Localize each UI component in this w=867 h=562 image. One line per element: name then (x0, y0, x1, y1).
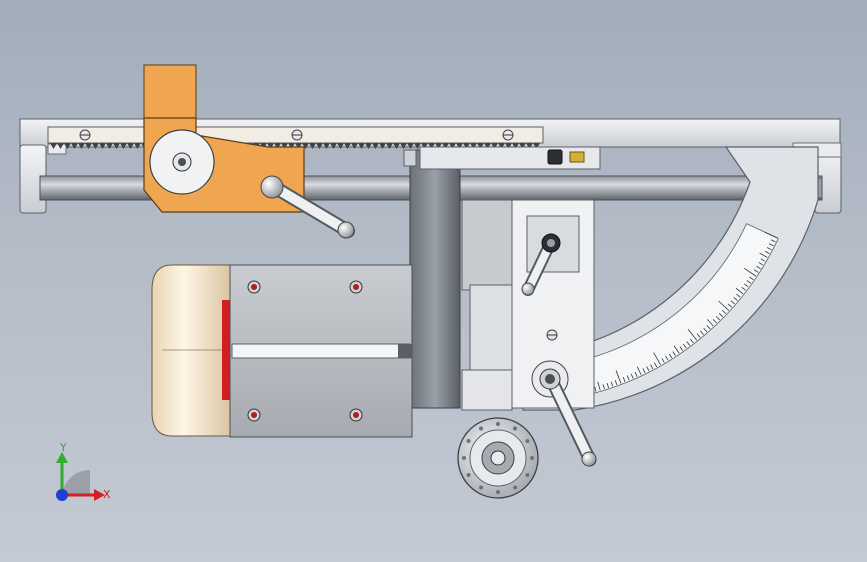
scale-tick (597, 381, 601, 391)
scale-tick (756, 265, 761, 270)
scale-tick (686, 341, 691, 346)
scale-tick (706, 324, 711, 330)
x-axis-label: X (103, 488, 111, 501)
handwheel-grip (513, 426, 517, 431)
rack-screw (79, 129, 91, 141)
handwheel-grip (479, 426, 483, 431)
y-axis-arrowhead (56, 452, 68, 463)
handwheel-grip (479, 485, 483, 490)
scale-tick (636, 366, 642, 376)
scale-tick (715, 316, 720, 321)
scale-tick (689, 338, 694, 344)
scale-tick (759, 252, 768, 258)
scale-tick (712, 319, 717, 324)
scale-tick (668, 353, 673, 359)
scale-tick (768, 243, 774, 247)
scale-tick (626, 375, 630, 381)
scale-tick (594, 386, 597, 392)
axis-triad: Y X (56, 441, 111, 501)
x-axis-arrowhead (94, 489, 105, 501)
motor-bolt (247, 280, 261, 294)
handwheel-grip (525, 439, 530, 443)
handwheel-grip (466, 473, 471, 477)
handwheel-grip (530, 456, 534, 460)
scale-tick (650, 364, 654, 370)
scale-tick (700, 330, 704, 335)
motor-bolt (349, 280, 363, 294)
handwheel[interactable] (457, 417, 539, 499)
scale-tick (622, 377, 626, 382)
scale-tick (672, 351, 676, 356)
head-lever[interactable] (521, 233, 561, 296)
scale-tick (736, 293, 741, 298)
scale-tick (706, 319, 714, 327)
scale-tick (735, 287, 744, 295)
handwheel-grip (496, 490, 500, 494)
scale-tick (646, 366, 650, 372)
scale-tick (753, 269, 759, 273)
scale-tick (760, 258, 766, 262)
scale-tick (687, 329, 698, 341)
scale-tick (683, 343, 687, 349)
scale-tick (665, 355, 669, 361)
scale-tick (718, 300, 730, 311)
scale-tick (764, 250, 770, 255)
scale-tick (744, 267, 757, 277)
y-axis-label: Y (59, 441, 67, 454)
scale-tick (766, 247, 772, 251)
scale-tick (703, 327, 708, 333)
scale-tick (746, 280, 752, 284)
scale-tick (642, 368, 646, 374)
scale-tick (721, 309, 727, 314)
scale-tick (653, 352, 661, 365)
scale-tick (673, 345, 680, 354)
scale-tick (653, 362, 658, 368)
carriage-pinion (149, 129, 215, 195)
scale-tick (679, 346, 684, 351)
scale-tick (749, 276, 754, 281)
scale-tick (758, 262, 764, 266)
scale-tick (733, 297, 738, 301)
handwheel-grip (525, 473, 530, 477)
handwheel-grip (513, 485, 517, 490)
scale-tick (610, 381, 614, 387)
rack-screw (291, 129, 303, 141)
scale-tick (696, 333, 701, 338)
scale-tick (730, 300, 735, 305)
z-axis-origin (56, 489, 68, 501)
scale-tick (718, 313, 724, 318)
scale-tick (615, 370, 622, 384)
carriage-lever[interactable] (260, 175, 355, 239)
handwheel-grip (462, 456, 466, 460)
scale-tick (770, 239, 776, 243)
scale-tick (744, 283, 749, 288)
scale-tick (606, 382, 610, 388)
head-screw (546, 329, 558, 341)
handwheel-grip (496, 422, 500, 426)
scale-tick (630, 373, 634, 379)
scale-tick (602, 384, 605, 390)
motor-bolt (349, 408, 363, 422)
scale-tick (741, 287, 746, 291)
motor (151, 264, 413, 438)
rack-screw (502, 129, 514, 141)
scale-tick (614, 380, 618, 386)
handwheel-grip (466, 439, 471, 443)
scale-tick (727, 303, 733, 308)
arc-lock-lever[interactable] (531, 360, 597, 467)
scale-tick (661, 358, 665, 363)
motor-bolt (247, 408, 261, 422)
scale-tick (634, 371, 638, 377)
scale-tick (764, 231, 778, 239)
